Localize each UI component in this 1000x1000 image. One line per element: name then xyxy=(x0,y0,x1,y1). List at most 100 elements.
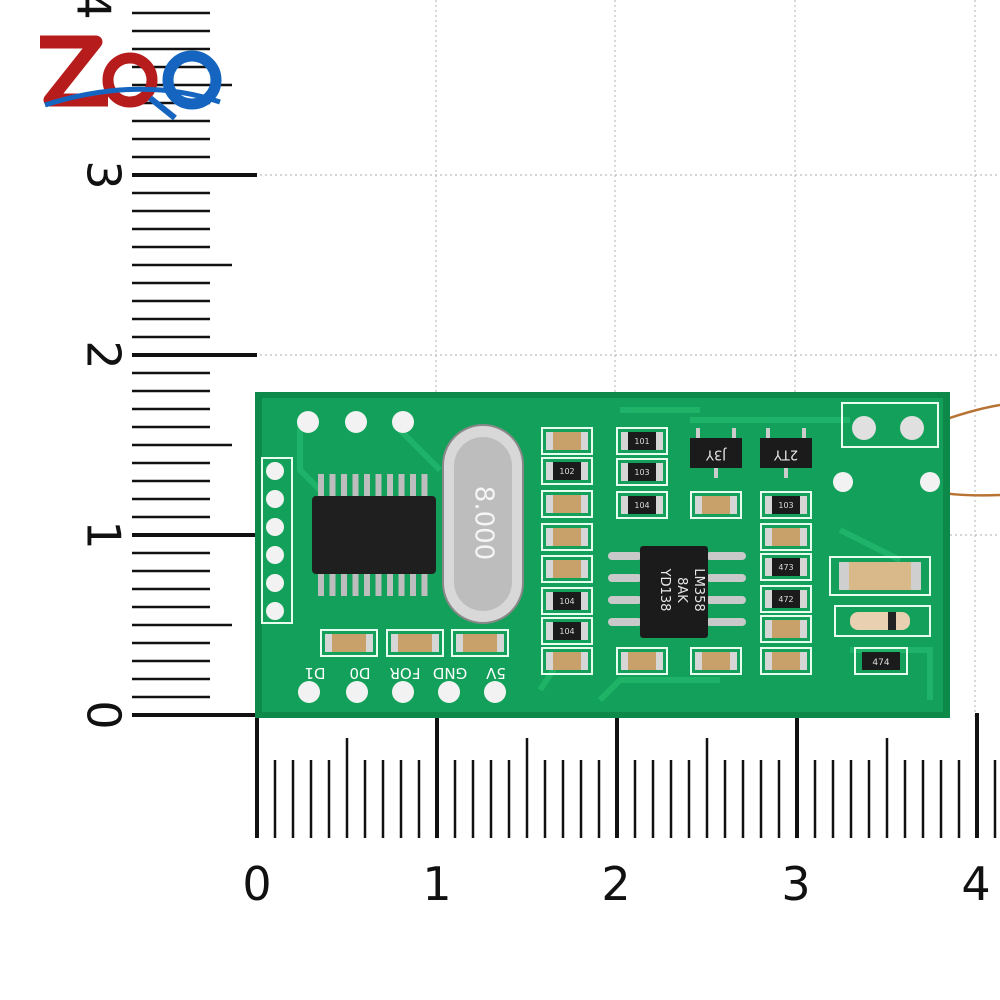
component-terminal xyxy=(581,622,588,640)
ic-pin xyxy=(375,474,382,498)
resistor-474-marking: 474 xyxy=(872,658,889,668)
opamp-pin xyxy=(706,596,746,604)
resistor xyxy=(627,496,657,514)
ic-pin xyxy=(352,572,359,596)
ic-pin xyxy=(410,572,416,596)
component-outline xyxy=(616,427,668,455)
component-outline xyxy=(541,523,593,551)
transistor-1: J3Y xyxy=(690,428,742,478)
component-outline xyxy=(760,585,812,613)
component-terminal xyxy=(800,496,807,514)
component-terminal xyxy=(546,592,553,610)
capacitor xyxy=(552,432,582,450)
resistor xyxy=(552,592,582,610)
component-terminal xyxy=(656,463,663,481)
opamp-pin xyxy=(608,618,642,626)
component-terminal xyxy=(765,652,772,670)
resistor xyxy=(627,463,657,481)
header-pad xyxy=(266,490,284,508)
opamp-pin xyxy=(706,618,746,626)
vertical-ruler-label-2: 2 xyxy=(77,340,131,369)
component-terminal xyxy=(765,496,772,514)
component-terminal xyxy=(581,432,588,450)
opamp-pin xyxy=(706,574,746,582)
component-outline xyxy=(760,647,812,675)
capacitor xyxy=(462,634,498,652)
pin-label-5v: 5V xyxy=(485,664,506,682)
capacitor xyxy=(552,495,582,513)
capacitor-large xyxy=(829,556,931,596)
component-outline xyxy=(616,458,668,486)
resistor-marking: 104 xyxy=(634,501,649,510)
component-terminal xyxy=(432,634,439,652)
resistor xyxy=(771,558,801,576)
component-outline xyxy=(690,491,742,519)
component-terminal xyxy=(730,652,737,670)
header-pad xyxy=(266,518,284,536)
component-terminal xyxy=(581,560,588,578)
ic-pin xyxy=(398,474,405,498)
component-terminal xyxy=(366,634,373,652)
component-terminal xyxy=(656,432,663,450)
component-terminal xyxy=(581,462,588,480)
ic-pin xyxy=(421,474,428,498)
ic-pin xyxy=(387,572,393,596)
ic-pin xyxy=(375,572,382,596)
capacitor xyxy=(552,652,582,670)
component-terminal xyxy=(621,652,628,670)
component-terminal xyxy=(391,634,398,652)
vertical-ruler-label-4: 4 xyxy=(67,0,121,20)
component-terminal xyxy=(621,463,628,481)
pin-label-gnd: GND xyxy=(433,664,467,682)
crystal-oscillator: 8.000 xyxy=(442,424,524,624)
resistor-marking: 102 xyxy=(559,467,574,476)
horizontal-ruler xyxy=(255,713,997,838)
component-terminal xyxy=(621,432,628,450)
resistor-marking: 103 xyxy=(634,468,649,477)
capacitor xyxy=(701,652,731,670)
vertical-ruler-label-3: 3 xyxy=(77,160,131,189)
component-terminal xyxy=(581,528,588,546)
horizontal-ruler-label-1: 1 xyxy=(422,857,451,911)
ic-pin xyxy=(329,572,336,596)
component-outline xyxy=(760,615,812,643)
resistor xyxy=(552,462,582,480)
opamp-marking-2: 8AK xyxy=(674,577,689,603)
component-terminal xyxy=(765,590,772,608)
component-terminal xyxy=(546,432,553,450)
component-outline xyxy=(616,647,668,675)
component-terminal xyxy=(695,496,702,514)
opamp-pin xyxy=(608,552,642,560)
horizontal-ruler-label-2: 2 xyxy=(601,857,630,911)
component-outline xyxy=(541,490,593,518)
component-terminal xyxy=(800,558,807,576)
component-terminal xyxy=(656,652,663,670)
capacitor xyxy=(331,634,367,652)
resistor-marking: 104 xyxy=(559,597,574,606)
component-terminal xyxy=(546,462,553,480)
antenna-pads xyxy=(833,402,940,492)
capacitor xyxy=(552,560,582,578)
component-terminal xyxy=(730,496,737,514)
ic-pin xyxy=(421,572,428,596)
capacitor xyxy=(397,634,433,652)
component-terminal xyxy=(765,528,772,546)
component-outline xyxy=(386,629,444,657)
ic-pin xyxy=(341,474,347,498)
opamp-marking-1: LM358 xyxy=(691,568,706,611)
resistor xyxy=(771,590,801,608)
top-pads xyxy=(297,411,414,433)
pin-labels: D1 D0 FOR GND 5V xyxy=(304,664,505,682)
component-terminal xyxy=(581,652,588,670)
component-terminal xyxy=(546,495,553,513)
component-terminal xyxy=(546,652,553,670)
component-outline xyxy=(451,629,509,657)
component-outline xyxy=(616,491,668,519)
resistor xyxy=(552,622,582,640)
component-outline xyxy=(760,523,812,551)
horizontal-ruler-label-4: 4 xyxy=(961,857,990,911)
ic-chip xyxy=(312,474,436,596)
diode xyxy=(834,605,931,637)
component-outline xyxy=(541,427,593,455)
